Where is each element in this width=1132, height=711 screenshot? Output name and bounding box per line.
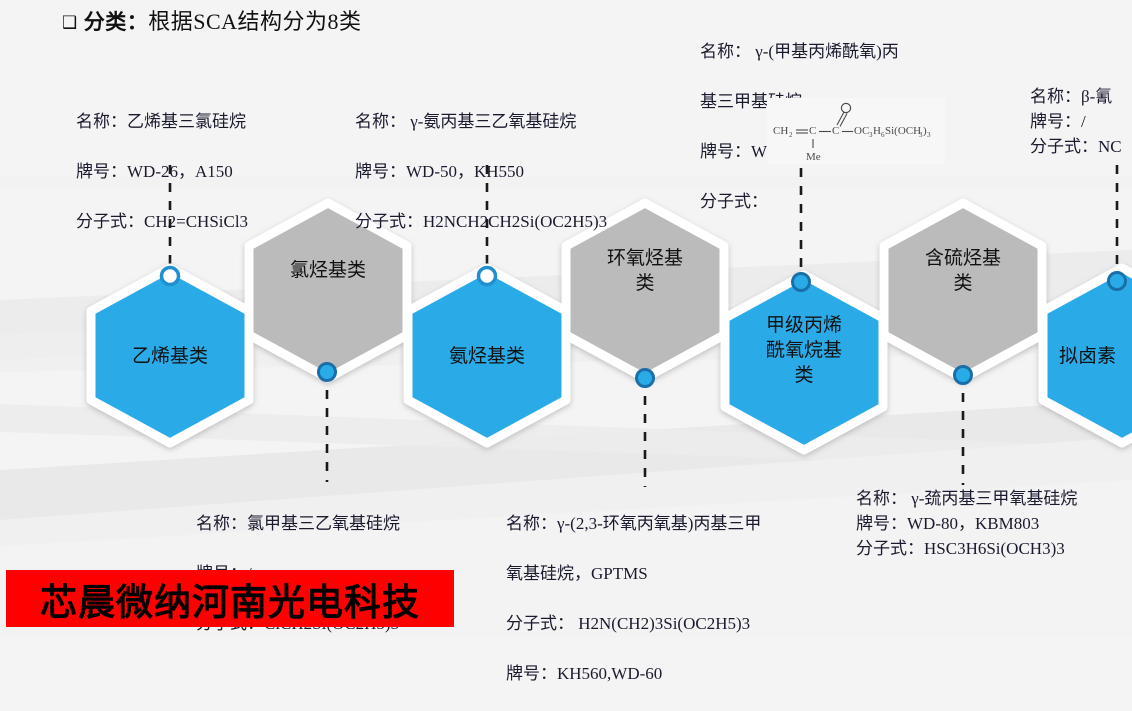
callout-line: 名称：氯甲基三乙氧基硅烷 xyxy=(196,514,400,533)
mol-me: Me xyxy=(806,151,821,163)
callout-line: 分子式：HSC3H6Si(OCH3)3 xyxy=(856,539,1065,558)
mol-c2: C xyxy=(832,125,839,137)
callout-sulfur: 名称： γ-巯丙基三甲氧基硅烷 牌号：WD-80，KBM803 分子式：HSC3… xyxy=(856,486,1077,561)
hexagon-methacryloxy[interactable] xyxy=(720,270,888,455)
hexagon-shapes xyxy=(86,198,1132,455)
callout-line: 名称： γ-巯丙基三甲氧基硅烷 xyxy=(856,489,1078,508)
callout-line: 牌号：WD-80，KBM803 xyxy=(856,514,1040,533)
mol-c1: C xyxy=(809,125,816,137)
molecule-structure-svg: CH 2 C C OC 3 H 6 Si(OCH 3 ) 3 Me xyxy=(773,102,931,163)
callout-line: 牌号：KH560,WD-60 xyxy=(506,664,663,683)
connector-lines xyxy=(168,165,1119,487)
mol-ch2: CH xyxy=(773,125,788,137)
dot-methacryloxy[interactable] xyxy=(791,272,811,292)
bullet-square-icon: ❑ xyxy=(62,13,78,32)
molecule-structure-image: CH 2 C C OC 3 H 6 Si(OCH 3 ) 3 Me xyxy=(767,98,945,164)
hexagon-pseudohalide[interactable] xyxy=(1038,263,1132,448)
dot-chloroalkyl[interactable] xyxy=(317,362,337,382)
callout-line: 牌号：WD-50，KH550 xyxy=(355,162,525,181)
callout-line: 名称： γ-氨丙基三乙氧基硅烷 xyxy=(355,112,577,131)
callout-line: 名称：β-氰 xyxy=(1030,87,1113,106)
mol-ch2-sub: 2 xyxy=(789,131,793,139)
callout-pseudohalide: 名称：β-氰 牌号：/ 分子式：NC xyxy=(1030,84,1122,159)
callout-line: 分子式：H2NCH2CH2Si(OC2H5)3 xyxy=(355,212,608,231)
svg-text:3: 3 xyxy=(919,131,923,139)
slide-title: ❑ 分类：根据SCA结构分为8类 xyxy=(62,4,362,36)
svg-text:3: 3 xyxy=(927,131,931,139)
callout-line: 名称：γ-(2,3-环氧丙氧基)丙基三甲 xyxy=(506,514,762,533)
svg-text:3: 3 xyxy=(869,131,873,139)
callout-line: 分子式： xyxy=(700,192,768,211)
company-banner-text: 芯晨微纳河南光电科技 xyxy=(40,580,420,624)
svg-text:6: 6 xyxy=(881,131,885,139)
connector-dots xyxy=(159,265,1127,388)
hexagon-sulfur[interactable] xyxy=(879,198,1047,383)
dot-pseudohalide[interactable] xyxy=(1107,271,1127,291)
callout-line: 名称： γ-(甲基丙烯酰氧)丙 xyxy=(700,42,899,61)
svg-text:H: H xyxy=(873,125,881,137)
callout-line: 分子式： H2N(CH2)3Si(OC2H5)3 xyxy=(506,614,751,633)
hexagon-vinyl[interactable] xyxy=(86,263,254,448)
hexagon-aminoalkyl[interactable] xyxy=(403,263,571,448)
hexagon-diagram xyxy=(86,165,1132,487)
svg-text:): ) xyxy=(923,125,927,137)
callout-line: 牌号：/ xyxy=(1030,112,1086,131)
callout-line: 氧基硅烷，GPTMS xyxy=(506,564,648,583)
dot-vinyl[interactable] xyxy=(159,265,181,287)
callout-line: 分子式：NC xyxy=(1030,137,1122,156)
dot-epoxyalkyl[interactable] xyxy=(635,368,655,388)
callout-aminoalkyl: 名称： γ-氨丙基三乙氧基硅烷 牌号：WD-50，KH550 分子式：H2NCH… xyxy=(355,84,607,259)
dot-sulfur[interactable] xyxy=(953,365,973,385)
callout-vinyl: 名称：乙烯基三氯硅烷 牌号：WD-26，A150 分子式：CH2=CHSiCl3 xyxy=(76,84,248,259)
dot-aminoalkyl[interactable] xyxy=(476,265,498,287)
svg-text:Si(OCH: Si(OCH xyxy=(885,125,921,137)
callout-line: 牌号：WD-26，A150 xyxy=(76,162,233,181)
title-label: 分类： xyxy=(83,11,149,34)
callout-epoxyalkyl: 名称：γ-(2,3-环氧丙氧基)丙基三甲 氧基硅烷，GPTMS 分子式： H2N… xyxy=(506,486,761,711)
callout-line: 分子式：CH2=CHSiCl3 xyxy=(76,212,249,231)
callout-line: 名称：乙烯基三氯硅烷 xyxy=(76,112,246,131)
company-banner: 芯晨微纳河南光电科技 xyxy=(6,570,454,627)
mol-chain: OC xyxy=(854,125,869,137)
title-text: 根据SCA结构分为8类 xyxy=(148,9,362,34)
